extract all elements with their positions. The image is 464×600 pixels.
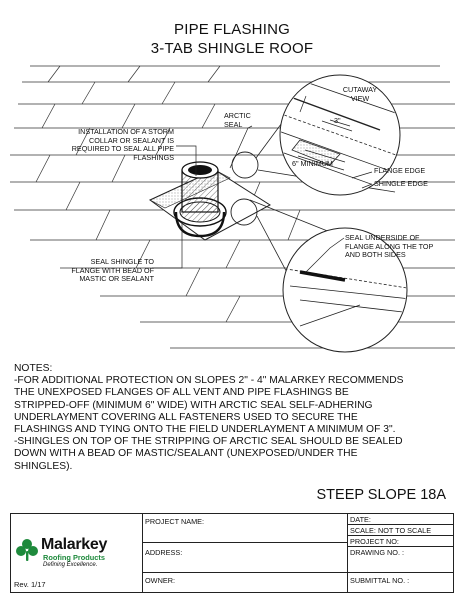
notes-line: STRIPPED-OFF (MINIMUM 6" WIDE) WITH ARCT… — [14, 399, 373, 411]
detail-circle-lower — [230, 198, 258, 226]
detail-circle-upper — [231, 151, 259, 179]
seal-shingle-label: SEAL SHINGLE TO FLANGE WITH BEAD OF MAST… — [71, 257, 154, 284]
address-field: ADDRESS: — [145, 548, 183, 557]
notes-line: -FOR ADDITIONAL PROTECTION ON SLOPES 2" … — [14, 375, 404, 387]
sheet-label: STEEP SLOPE 18A — [316, 487, 447, 503]
title-block: PROJECT NAME: ADDRESS: OWNER: DATE: SCAL… — [10, 513, 454, 593]
storm-collar-label: INSTALLATION OF A STORM COLLAR OR SEALAN… — [71, 127, 174, 162]
logo-name: Malarkey — [41, 536, 108, 553]
drawing-title: PIPE FLASHING — [174, 21, 290, 38]
notes-heading: NOTES: — [14, 363, 53, 374]
dimension-3in-label: 3" — [334, 116, 341, 125]
project-name-field: PROJECT NAME: — [145, 517, 205, 526]
six-inch-minimum-label: 6" MINIMUM — [292, 159, 333, 168]
pipe-boot — [173, 161, 227, 238]
logo-tagline: Defining Excellence. — [43, 562, 98, 568]
scale-field: SCALE: NOT TO SCALE — [350, 526, 432, 535]
notes-block: NOTES: -FOR ADDITIONAL PROTECTION ON SLO… — [14, 363, 454, 473]
owner-field: OWNER: — [145, 576, 175, 585]
malarkey-logo: Malarkey Roofing Products Defining Excel… — [15, 536, 139, 570]
drawing-no-field: DRAWING NO. : — [350, 548, 405, 557]
flange-edge-label: FLANGE EDGE — [374, 166, 426, 175]
shamrock-icon — [16, 539, 38, 561]
date-field: DATE: — [350, 515, 371, 524]
drawing-subtitle: 3-TAB SHINGLE ROOF — [150, 40, 314, 57]
submittal-no-field: SUBMITTAL NO. : — [350, 576, 410, 585]
cutaway-view-detail — [279, 74, 401, 196]
notes-line: SHINGLES). — [14, 460, 73, 472]
seal-underside-label: SEAL UNDERSIDE OF FLANGE ALONG THE TOP A… — [345, 233, 434, 260]
seal-underside-detail — [282, 227, 408, 353]
shingle-edge-label: SHINGLE EDGE — [374, 179, 428, 188]
leader-lines — [152, 95, 373, 273]
notes-line: UNDERLAYMENT COVERING ALL FASTENERS USED… — [14, 411, 358, 423]
notes-line: THE UNEXPOSED FLANGES OF ALL VENT AND PI… — [14, 387, 349, 399]
revision-label: Rev. 1/17 — [14, 580, 46, 589]
logo-subtitle: Roofing Products — [43, 553, 105, 562]
dimension-lines — [297, 120, 353, 171]
notes-line: -SHINGLES ON TOP OF THE STRIPPING OF ARC… — [14, 436, 403, 448]
arctic-seal-label: ARCTIC SEAL — [224, 111, 251, 129]
notes-line: DOWN WITH A BEAD OF MASTIC/SEALANT (UNEX… — [14, 448, 358, 460]
notes-line: FLASHINGS AND TYING ONTO THE FIELD UNDER… — [14, 424, 396, 436]
project-no-field: PROJECT NO: — [350, 537, 399, 546]
cutaway-view-label: CUTAWAY VIEW — [342, 85, 378, 103]
